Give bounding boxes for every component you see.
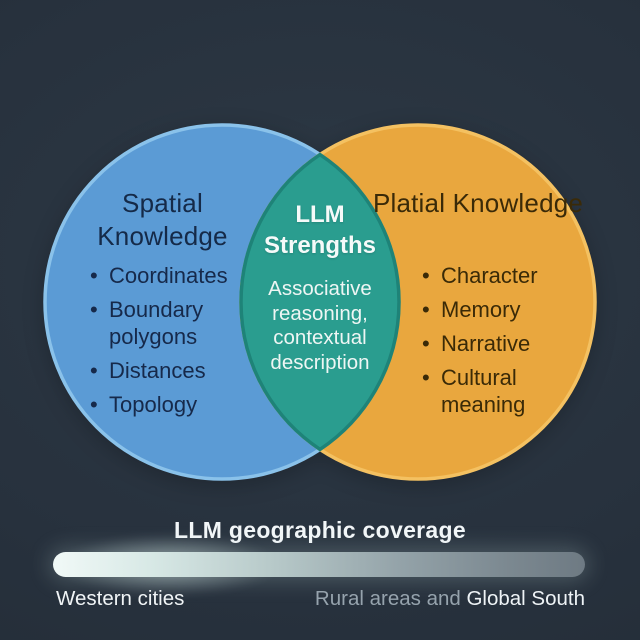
spatial-knowledge-title: Spatial Knowledge	[97, 188, 228, 251]
coverage-title: LLM geographic coverage	[174, 517, 466, 543]
spatial-bullet-list: Coordinates Boundary polygons Distances …	[88, 262, 284, 425]
overlap-lens-border	[239, 152, 401, 452]
llm-strengths-title: LLM Strengths	[263, 201, 376, 259]
bullet-item: Narrative	[420, 330, 572, 357]
bullet-item: Topology	[88, 391, 284, 418]
bullet-item: Cultural meaning	[420, 364, 572, 418]
bullet-item: Distances	[88, 357, 284, 384]
platial-knowledge-title: Platial Knowledge	[372, 188, 584, 218]
llm-strengths-description: Associative reasoning, contextual descri…	[268, 277, 372, 374]
bullet-item: Character	[420, 262, 572, 289]
coverage-gradient-bar	[53, 552, 585, 577]
coverage-right-label-muted: Rural areas and	[314, 587, 467, 610]
coverage-right-label-strong: Global South	[466, 587, 585, 610]
platial-bullet-list: Character Memory Narrative Cultural mean…	[420, 262, 572, 425]
bullet-item: Memory	[420, 296, 572, 323]
coverage-left-label: Western cities	[56, 587, 185, 610]
bullet-item: Coordinates	[88, 262, 284, 289]
coverage-right-label: Rural areas and Global South	[315, 587, 585, 611]
bullet-item: Boundary polygons	[88, 296, 284, 350]
